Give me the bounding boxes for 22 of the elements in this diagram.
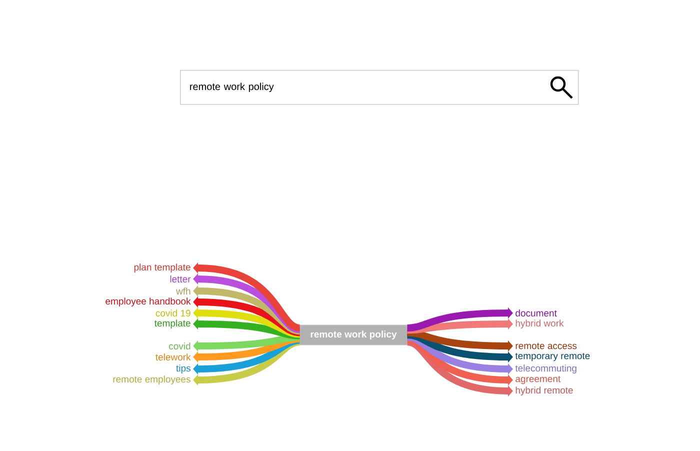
ribbon-arrow — [407, 307, 513, 332]
ribbon-arrow — [407, 318, 513, 334]
leaf-label: remote employees — [113, 376, 190, 384]
leaf-label: template — [154, 320, 190, 328]
leaf-label: hybrid work — [516, 320, 564, 328]
leaf-label: remote access — [516, 342, 577, 350]
leaf-label: letter — [170, 276, 191, 282]
leaf-label: covid — [169, 342, 190, 350]
leaf-label: temporary remote — [515, 352, 590, 362]
leaf-label: plan template — [134, 264, 190, 272]
leaf-label: document — [516, 310, 557, 316]
leaf-label: hybrid remote — [516, 386, 573, 396]
center-box: remote work policy — [300, 324, 408, 346]
leaf-label: telework — [156, 354, 191, 360]
leaf-label: tips — [176, 364, 190, 374]
search-field: remote work policy — [180, 70, 579, 105]
leaf-label: wfh — [176, 288, 190, 294]
leaf-label: telecommuting — [515, 364, 576, 374]
leaf-label: covid 19 — [156, 310, 190, 316]
leaf-label: employee handbook — [106, 298, 191, 306]
ribbon-arrow — [193, 334, 300, 352]
leaf-label: agreement — [516, 376, 561, 384]
